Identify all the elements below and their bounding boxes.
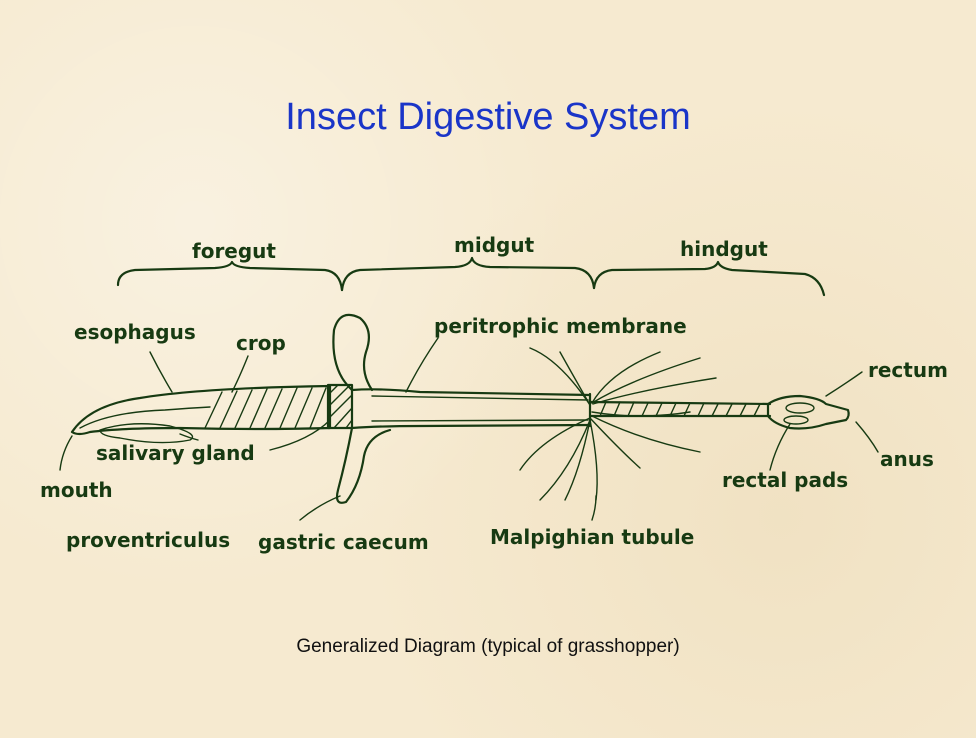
pointer-gastric-caecum	[300, 496, 340, 520]
label-rectal-pads: rectal pads	[722, 468, 848, 492]
crop-hatching	[205, 388, 326, 428]
midgut-lower-wall	[352, 425, 590, 428]
label-peritrophic-membrane: peritrophic membrane	[434, 314, 687, 338]
pointer-malpighian	[592, 496, 596, 520]
label-proventriculus: proventriculus	[66, 528, 230, 552]
peritrophic-membrane-line	[372, 396, 588, 400]
pointer-crop	[232, 356, 248, 392]
pointer-anus	[856, 422, 878, 452]
pointer-rectal-pads	[770, 424, 790, 470]
pointer-peritrophic	[406, 338, 438, 392]
rectal-pad-2	[784, 416, 808, 424]
pointer-rectum	[826, 372, 862, 396]
foregut-brace	[118, 262, 342, 290]
label-gastric-caecum: gastric caecum	[258, 530, 429, 554]
pointer-salivary	[180, 434, 198, 440]
label-malpighian-tubule: Malpighian tubule	[490, 525, 694, 549]
slide-caption: Generalized Diagram (typical of grasshop…	[0, 636, 976, 658]
hindgut-brace	[594, 262, 824, 295]
malpighian-tubules	[520, 348, 716, 500]
midgut-brace	[342, 258, 594, 290]
pointer-mouth	[60, 436, 72, 470]
proventriculus-hatching	[328, 385, 352, 428]
label-esophagus: esophagus	[74, 320, 196, 344]
peritrophic-membrane-line-lower	[372, 420, 588, 421]
pointer-esophagus	[150, 352, 172, 392]
label-hindgut: hindgut	[680, 237, 768, 261]
label-salivary-gland: salivary gland	[96, 441, 255, 465]
label-mouth: mouth	[40, 478, 113, 502]
rectal-pad-1	[786, 403, 814, 413]
label-crop: crop	[236, 331, 286, 355]
label-anus: anus	[880, 447, 934, 471]
label-rectum: rectum	[868, 358, 948, 382]
label-midgut: midgut	[454, 233, 535, 257]
pointer-proventriculus	[270, 420, 330, 450]
midgut-upper-wall	[352, 389, 590, 395]
gastric-caecum-upper	[333, 315, 372, 390]
salivary-gland-shape	[100, 424, 193, 443]
gastric-caecum-lower	[337, 428, 390, 503]
hindgut-upper-wall	[590, 402, 770, 404]
label-foregut: foregut	[192, 239, 276, 263]
